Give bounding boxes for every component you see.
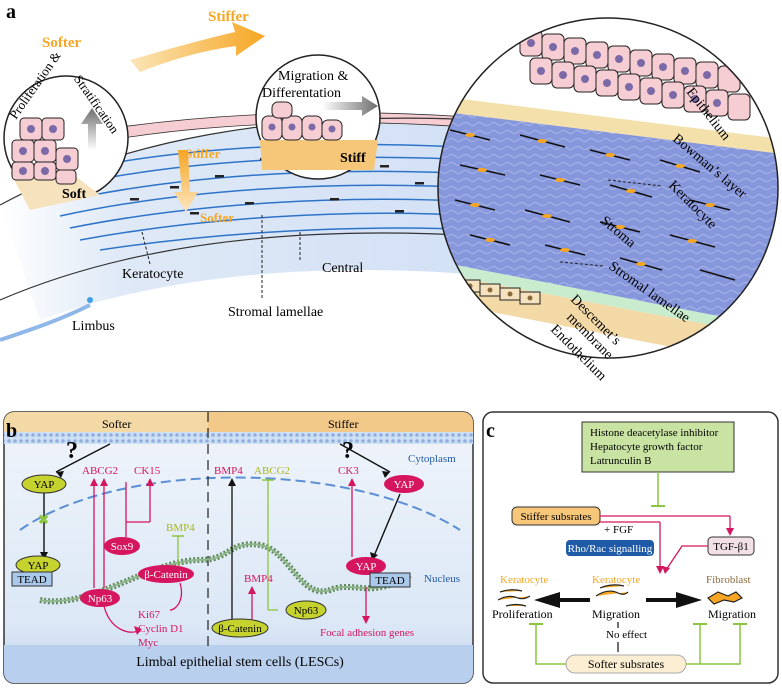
proliferation-circle: Proliferation & Stratification Soft <box>3 48 129 210</box>
stiffer-mid-label: Stiffer <box>185 146 221 161</box>
stiffer-top-label: Stiffer <box>208 9 249 25</box>
panel-a-label: a <box>6 1 16 23</box>
fibroblast-cell <box>707 591 744 605</box>
migration-c-1: Migration <box>592 607 640 621</box>
keratocyte-cells-middle <box>595 584 629 597</box>
migration-circle: Migration & Differentation Stiff <box>255 54 381 180</box>
ki67: Ki67 <box>138 609 161 621</box>
keratocyte-c-1: Keratocyte <box>500 574 548 586</box>
softer-header: Softer <box>102 417 131 431</box>
yap-nucleus-left: YAP <box>28 560 49 572</box>
panel-c: c Histone deacetylase inhibitor Hepatocy… <box>482 411 779 684</box>
inhibitor-2: Hepatocyte growth factor <box>590 441 703 453</box>
cyclin-d1: Cyclin D1 <box>138 623 184 635</box>
keratocyte-cells-left <box>497 589 531 607</box>
focal-adhesion: Focal adhesion genes <box>320 627 414 639</box>
sox9: Sox9 <box>111 541 134 553</box>
fgf-label: + FGF <box>604 524 633 536</box>
myc: Myc <box>138 637 158 649</box>
bmp4-top: BMP4 <box>214 465 243 477</box>
inhibitor-1: Histone deacetylase inhibitor <box>590 427 719 439</box>
bmp4-left: BMP4 <box>166 522 195 534</box>
np63-left: Np63 <box>88 593 113 605</box>
migration-label: Migration & <box>278 69 348 84</box>
abcg2-right: ABCG2 <box>254 465 290 477</box>
panel-b: b Softer Stiffer Cytoplasm Nucleus Limba… <box>3 411 474 684</box>
question-mark-left: ? <box>66 438 78 464</box>
ck3: CK3 <box>338 465 359 477</box>
right-bold-arrow <box>646 592 702 608</box>
soft-label: Soft <box>62 187 86 202</box>
tgf-box: TGF-β1 <box>713 541 749 553</box>
yap-cytoplasm-right: YAP <box>394 479 415 491</box>
lescs-label: Limbal epithelial stem cells (LESCs) <box>136 655 344 670</box>
block-cross: ✖ <box>38 512 49 527</box>
proliferation-c: Proliferation <box>492 607 553 621</box>
bmp4-mid: BMP4 <box>244 573 273 585</box>
abcg2-left: ABCG2 <box>82 465 118 477</box>
limbus-label: Limbus <box>72 319 115 334</box>
tead-left: TEAD <box>17 574 46 586</box>
left-bold-arrow <box>534 592 590 608</box>
nucleus-label: Nucleus <box>424 573 460 585</box>
beta-catenin-left: β-Catenin <box>144 569 188 581</box>
keratocyte-label-a: Keratocyte <box>122 267 183 282</box>
ck15: CK15 <box>134 465 161 477</box>
no-effect-label: No effect <box>606 629 647 641</box>
softer-top-label: Softer <box>42 35 81 51</box>
central-label: Central <box>322 261 363 276</box>
cornea-zoom-circle <box>437 17 779 359</box>
stiffer-substrates-box: Stiffer subsrates <box>521 511 592 523</box>
softer-mid-label: Softer <box>200 210 234 225</box>
stromal-lamellae-label-a: Stromal lamellae <box>228 305 323 320</box>
panel-c-label: c <box>486 420 495 442</box>
yap-nucleus-right: YAP <box>356 561 377 573</box>
stiffening-arrow <box>130 22 265 72</box>
cytoplasm-label: Cytoplasm <box>408 453 456 465</box>
stiff-label: Stiff <box>340 151 366 166</box>
fibroblast-label: Fibroblast <box>706 574 751 586</box>
migration-c-2: Migration <box>708 607 756 621</box>
panel-b-label: b <box>6 420 17 442</box>
dna-backbone <box>39 543 411 603</box>
keratocyte-c-2: Keratocyte <box>592 574 640 586</box>
tead-right: TEAD <box>375 575 404 587</box>
differentiation-label: Differentation <box>262 86 341 101</box>
yap-cytoplasm-left: YAP <box>34 479 55 491</box>
stiffer-header: Stiffer <box>328 417 358 431</box>
inhibitor-3: Latrunculin B <box>590 455 651 467</box>
softer-substrates-box: Softer subsrates <box>588 657 665 671</box>
beta-catenin-right: β-Catenin <box>218 623 262 635</box>
np63-right: Np63 <box>294 605 319 617</box>
softer-gradient-arrow <box>174 150 198 212</box>
rho-rac-box: Rho/Rac signalling <box>568 543 653 555</box>
question-mark-right: ? <box>342 438 354 464</box>
